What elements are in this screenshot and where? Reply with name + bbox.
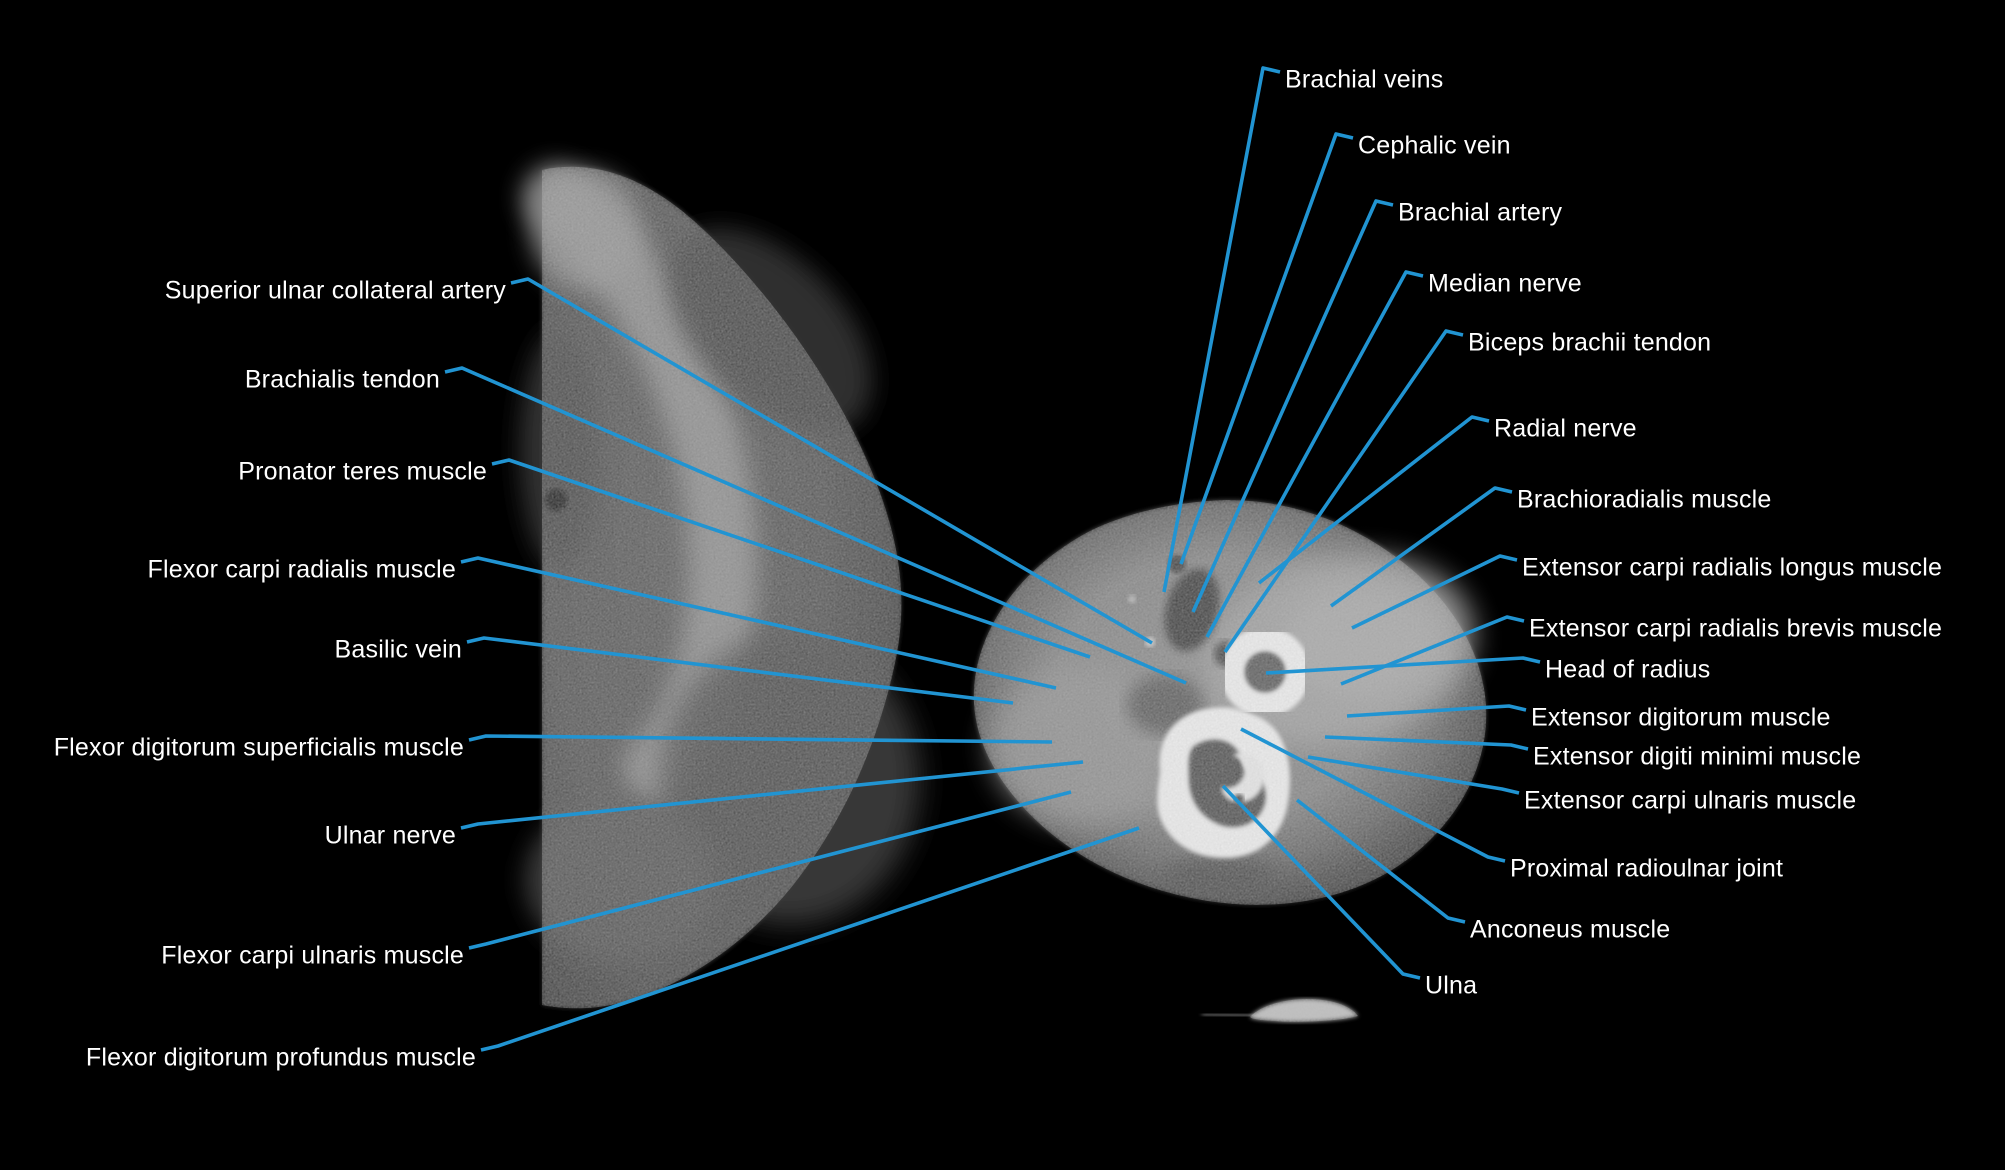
leader-line-extensor-carpi-ulnaris-muscle [1307,755,1520,795]
leader-line-extensor-carpi-radialis-longus-muscle [1351,554,1518,630]
leader-line-proximal-radioulnar-joint [1240,727,1506,863]
leader-line-brachial-artery [1191,199,1394,613]
leader-line-median-nerve [1205,270,1424,638]
leader-line-superior-ulnar-collateral-artery [510,277,1153,645]
leader-line-basilic-vein [466,636,1014,705]
leader-line-brachioradialis-muscle [1329,486,1513,608]
leader-line-flexor-carpi-radialis-muscle [460,556,1057,690]
leader-line-extensor-digitorum-muscle [1346,704,1527,718]
leader-line-ulna [1221,784,1421,980]
leader-line-extensor-carpi-radialis-brevis-muscle [1340,615,1525,686]
leader-line-brachial-veins [1162,66,1281,593]
leader-line-flexor-digitorum-profundus-muscle [480,826,1140,1052]
leader-line-biceps-brachii-tendon [1223,329,1464,654]
leader-line-cephalic-vein [1179,132,1354,565]
leader-line-extensor-digiti-minimi-muscle [1324,735,1529,751]
leader-line-ulnar-nerve [460,760,1084,830]
leader-line-flexor-carpi-ulnaris-muscle [468,790,1072,950]
leader-line-brachialis-tendon [444,366,1187,685]
leader-line-radial-nerve [1257,415,1490,585]
leader-line-anconeus-muscle [1295,798,1466,924]
leader-line-pronator-teres-muscle [491,458,1091,659]
leader-line-head-of-radius [1265,656,1541,675]
leader-lines [444,66,1541,1052]
leader-line-flexor-digitorum-superficialis-muscle [468,734,1053,744]
